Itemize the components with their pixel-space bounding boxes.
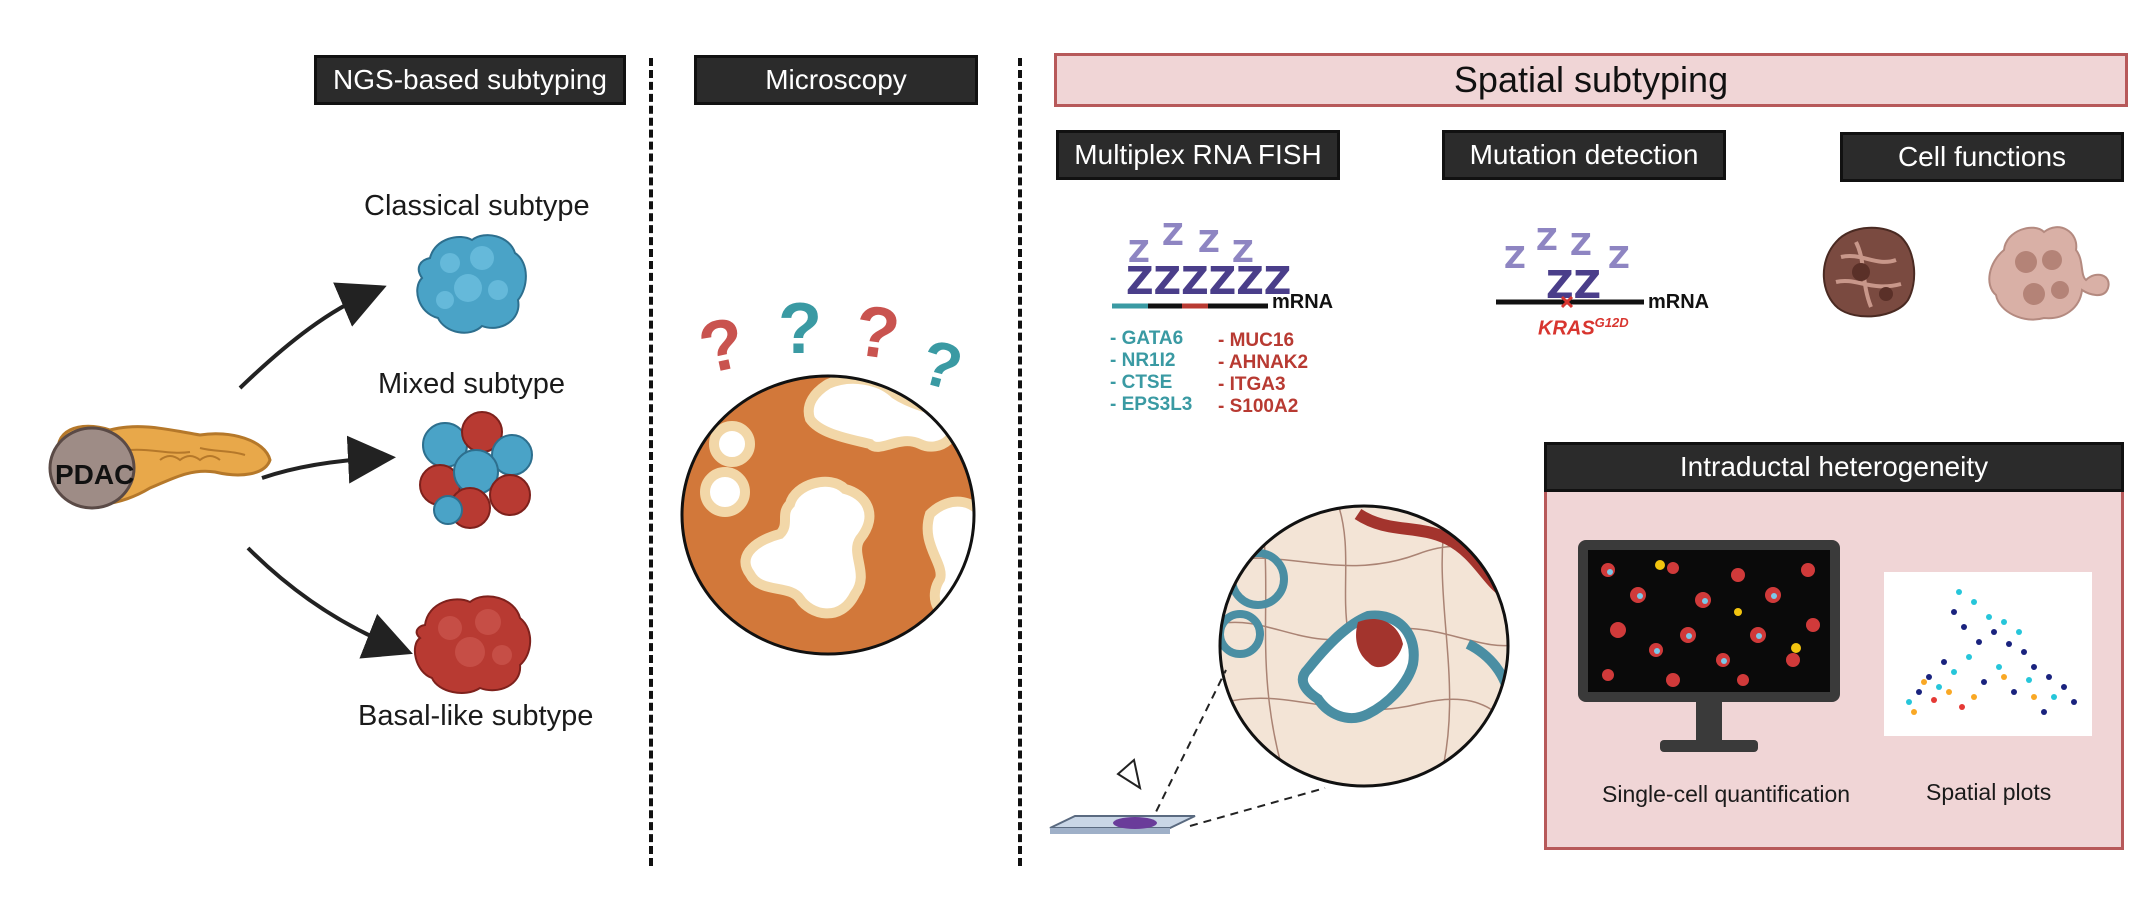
mixed-subtype-label: Mixed subtype (378, 368, 565, 400)
spatial-plot-frame (1884, 572, 2092, 736)
cell-functions-header: Cell functions (1840, 132, 2124, 182)
basal-gene-list: - MUC16 - AHNAK2 - ITGA3 - S100A2 (1218, 330, 1308, 418)
classical-gene-3: - CTSE (1110, 372, 1173, 393)
arrow-to-basal (246, 546, 413, 659)
monitor-icon (1578, 540, 1840, 752)
cell-functions-header-text: Cell functions (1897, 141, 2067, 172)
microscopy-header: Microscopy (694, 55, 978, 105)
svg-text:Z: Z (1128, 235, 1150, 270)
svg-text:Z: Z (1536, 223, 1558, 258)
fish-header-text: Multiplex RNA FISH (1074, 139, 1322, 170)
kras-mutation-label: KRASG12D (1538, 315, 1629, 341)
classical-gene-2: - NR1I2 (1110, 350, 1176, 371)
arrows-to-subtypes (238, 282, 413, 659)
basal-gene-3: - ITGA3 (1218, 374, 1286, 395)
spatial-subtyping-header: Spatial subtyping (1054, 53, 2128, 107)
spatial-plot-icon (1906, 589, 2077, 715)
mixed-tumor-icon (419, 411, 533, 529)
classical-gene-4: - EPS3L3 (1110, 394, 1193, 415)
heterogeneity-header-text: Intraductal heterogeneity (1679, 451, 1989, 482)
fish-header: Multiplex RNA FISH (1056, 130, 1340, 180)
mutation-header: Mutation detection (1442, 130, 1726, 180)
heterogeneity-header: Intraductal heterogeneity (1544, 442, 2124, 492)
arrow-to-classical (238, 282, 387, 390)
svg-text:Z: Z (1162, 218, 1184, 253)
mutation-mrna-label: mRNA (1648, 291, 1710, 313)
pancreas-icon (48, 424, 272, 510)
svg-text:ZZZZZZ: ZZZZZZ (1126, 259, 1291, 303)
divider-right (1018, 58, 1022, 866)
basal-tumor-icon (413, 595, 532, 694)
dense-cell-icon (1822, 226, 1916, 318)
kras-variant-text: G12D (1594, 315, 1629, 330)
classical-tumor-icon (416, 234, 527, 334)
classical-gene-list: - GATA6 - NR1I2 - CTSE - EPS3L3 (1110, 328, 1192, 416)
mutation-header-text: Mutation detection (1469, 139, 1699, 170)
slide-view-icon (1049, 669, 1326, 834)
question-mark-3: ? (849, 290, 905, 376)
zoomed-tissue-icon (1218, 504, 1510, 788)
svg-text:Z: Z (1198, 225, 1220, 260)
basal-gene-1: - MUC16 (1218, 330, 1295, 351)
spatial-plots-label: Spatial plots (1926, 779, 2052, 805)
single-cell-quantification-label: Single-cell quantification (1602, 781, 1851, 807)
microscopy-header-text: Microscopy (765, 64, 907, 95)
fish-probes-icon: Z Z Z Z ZZZZZZ (1112, 218, 1291, 309)
pdac-label: PDAC (55, 459, 135, 490)
arrow-to-mixed (261, 435, 396, 484)
svg-text:Z: Z (1232, 235, 1254, 270)
question-mark-2: ? (778, 289, 822, 369)
basal-subtype-label: Basal-like subtype (358, 700, 594, 732)
classical-gene-1: - GATA6 (1110, 328, 1184, 349)
svg-text:Z: Z (1570, 228, 1592, 263)
spatial-subtyping-header-text: Spatial subtyping (1453, 59, 1729, 100)
ngs-subtyping-header: NGS-based subtyping (314, 55, 626, 105)
classical-subtype-label: Classical subtype (364, 190, 590, 222)
tissue-section-icon (680, 374, 976, 656)
fish-mrna-label: mRNA (1272, 291, 1334, 313)
svg-text:Z: Z (1504, 241, 1526, 276)
divider-left (649, 58, 653, 866)
migrating-cell-icon (1988, 226, 2110, 321)
svg-text:Z: Z (1608, 241, 1630, 276)
basal-gene-4: - S100A2 (1218, 396, 1299, 417)
kras-gene-text: KRAS (1538, 317, 1595, 340)
ngs-subtyping-header-text: NGS-based subtyping (333, 64, 607, 95)
basal-gene-2: - AHNAK2 (1218, 352, 1309, 373)
mutation-probes-icon: Z Z Z Z ZZ (1496, 223, 1644, 309)
